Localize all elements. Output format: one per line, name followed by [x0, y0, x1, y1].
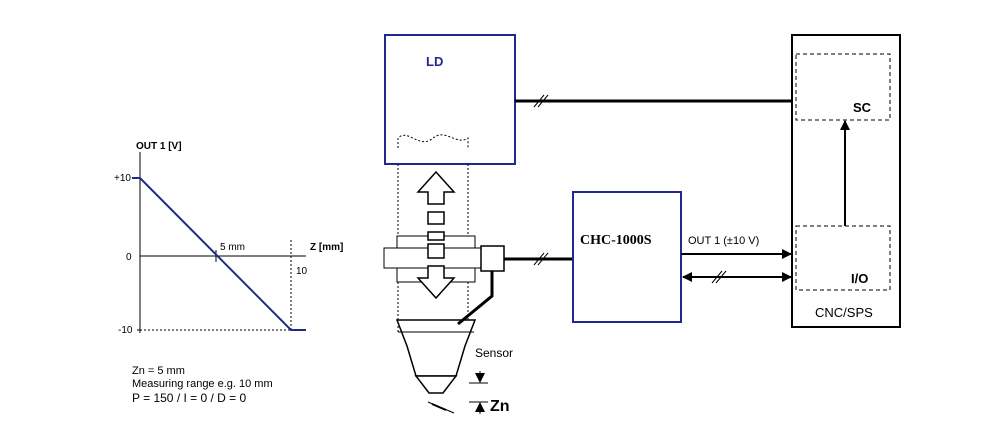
zn-dimension	[469, 371, 488, 414]
cnc-label: CNC/SPS	[815, 305, 873, 320]
graph-y-axis-label: OUT 1 [V]	[136, 141, 182, 152]
sensor-connector	[480, 245, 505, 272]
io-label: I/O	[851, 271, 868, 286]
graph-xtick-5mm: 5 mm	[220, 242, 245, 253]
note-pid: P = 150 / I = 0 / D = 0	[132, 391, 247, 405]
ld-label: LD	[426, 54, 443, 69]
graph-ytick-top: +10	[114, 173, 131, 184]
graph-notes: Zn = 5 mm Measuring range e.g. 10 mm P =…	[132, 365, 273, 405]
graph-ytick-bottom: -10	[118, 325, 133, 336]
graph-x-axis-label: Z [mm]	[310, 242, 343, 253]
graph-xtick-end: 10	[296, 266, 308, 277]
graph-characteristic-line	[132, 177, 306, 331]
sc-label: SC	[853, 100, 872, 115]
io-line-break-mark-2	[715, 270, 727, 284]
arrow-segment-2	[427, 231, 445, 241]
sensor-cable	[457, 271, 494, 326]
sensor-label: Sensor	[475, 346, 513, 360]
nozzle-body	[395, 319, 477, 377]
out1-label: OUT 1 (±10 V)	[688, 235, 759, 247]
zn-label: Zn	[490, 398, 510, 415]
note-measuring-range: Measuring range e.g. 10 mm	[132, 378, 273, 390]
arrow-segment-1	[427, 211, 445, 225]
chc-line-break-mark	[533, 252, 545, 266]
ld-block	[384, 34, 516, 165]
nozzle-tip	[414, 375, 458, 394]
chc-block	[572, 191, 682, 323]
note-zn: Zn = 5 mm	[132, 365, 185, 377]
arrow-segment-3	[427, 243, 445, 259]
graph-ytick-zero: 0	[126, 252, 132, 263]
laser-beam-outline	[397, 134, 469, 148]
ld-line-break-mark-2	[537, 94, 549, 108]
cutting-head	[383, 164, 505, 414]
io-subblock	[795, 225, 891, 291]
output-graph: OUT 1 [V] +10 0 -10 5 mm Z [mm] 10	[114, 141, 343, 336]
chc-label: CHC-1000S	[580, 233, 652, 248]
up-down-arrow	[416, 170, 456, 205]
down-arrow-head	[416, 265, 456, 300]
io-line-break-mark	[711, 270, 723, 284]
ld-line-break-mark	[533, 94, 545, 108]
workpiece-line	[427, 401, 455, 414]
chc-line-break-mark-2	[537, 252, 549, 266]
